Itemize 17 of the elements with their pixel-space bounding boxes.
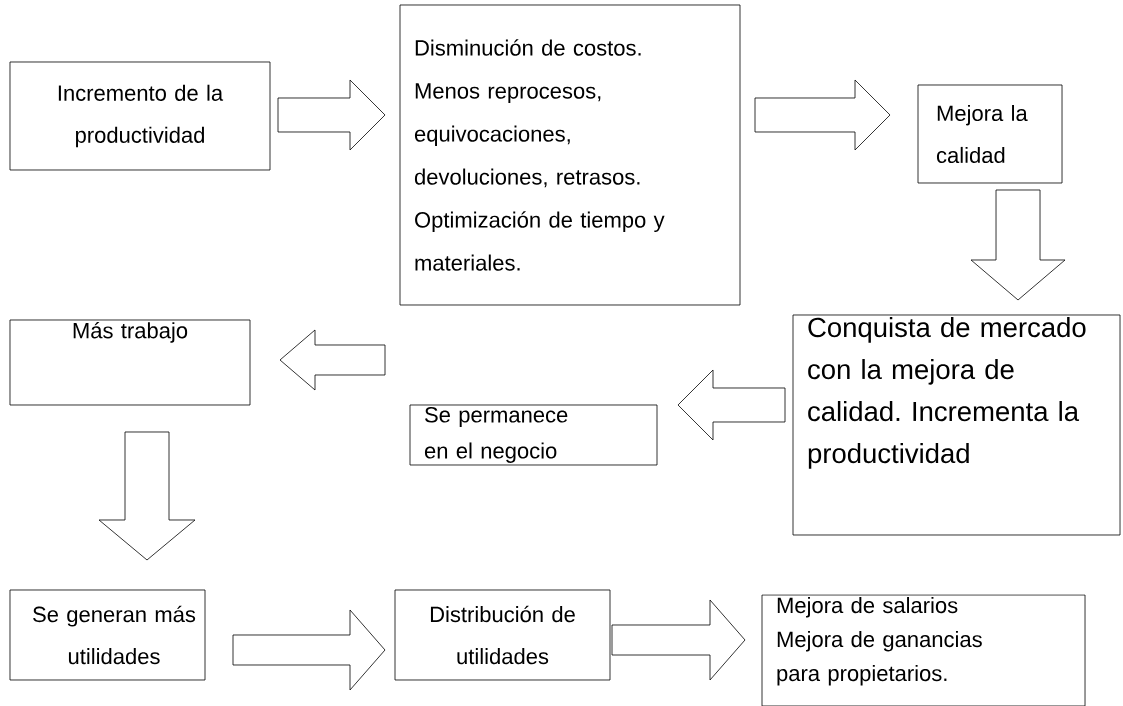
- text-box: Conquista de mercado con la mejora de calidad. Incrementa la productividad: [792, 314, 1121, 536]
- text-box: Mejora de salarios Mejora de ganancias para propietarios.: [761, 594, 1086, 706]
- text-box: Se permanece en el negocio: [409, 404, 658, 466]
- text-box: Mejora la calidad: [917, 84, 1063, 184]
- text-box: Incremento de la productividad: [9, 61, 271, 171]
- block-arrow: [677, 369, 786, 441]
- block-arrow: [232, 609, 386, 691]
- block-arrow: [970, 189, 1066, 301]
- text-box: Distribución de utilidades: [394, 589, 611, 681]
- text-box: Se generan más utilidades: [9, 589, 206, 681]
- text-box: Disminución de costos. Menos reprocesos, equivocaciones, devoluciones, retrasos. Optimización de tiempo y materiales.: [399, 4, 741, 306]
- block-arrow: [98, 431, 196, 561]
- block-arrow: [754, 79, 891, 151]
- block-arrow: [611, 599, 746, 681]
- block-arrow: [279, 329, 386, 391]
- text-box: Más trabajo: [9, 319, 251, 406]
- block-arrow: [277, 79, 386, 151]
